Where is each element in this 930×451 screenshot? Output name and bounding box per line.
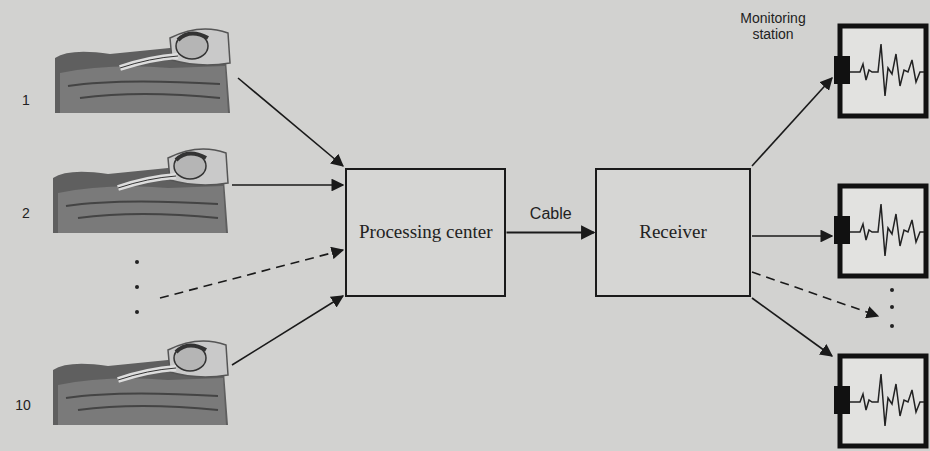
node-text: Receiver: [631, 221, 715, 244]
receiver-box: Receiver: [595, 168, 751, 297]
node-text: Processing center: [351, 221, 500, 244]
cable-arrow: [506, 232, 594, 234]
callout-number: 10: [8, 397, 38, 413]
processing-box: Processing center: [345, 168, 506, 297]
callout-number: 2: [14, 205, 38, 221]
callout-number: 1: [14, 92, 38, 108]
cable-label: Cable: [528, 205, 574, 223]
station-label: Monitoring station: [718, 10, 828, 42]
